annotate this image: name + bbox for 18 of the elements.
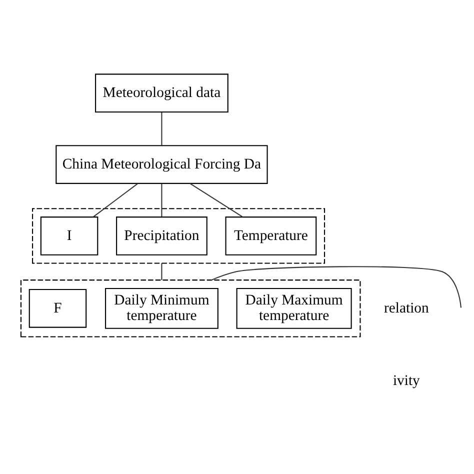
node-box: Precipitation (116, 216, 208, 256)
cluster (20, 280, 361, 338)
node-box: F (28, 289, 87, 328)
connector (161, 263, 162, 280)
label: ivity (392, 372, 420, 389)
connector (161, 184, 162, 217)
connector (93, 183, 138, 218)
node-box: Meteorological data (95, 74, 228, 113)
cluster (32, 208, 326, 264)
label: relation (384, 300, 429, 316)
node-box: Daily Maximum temperature (236, 288, 352, 329)
connector (211, 266, 462, 308)
node-box: Daily Minimum temperature (105, 288, 218, 329)
node-box: I (40, 216, 98, 256)
node-box: Temperature (225, 216, 317, 256)
node-box: China Meteorological Forcing Da (56, 145, 268, 184)
connector (190, 183, 243, 218)
connector (161, 112, 162, 146)
